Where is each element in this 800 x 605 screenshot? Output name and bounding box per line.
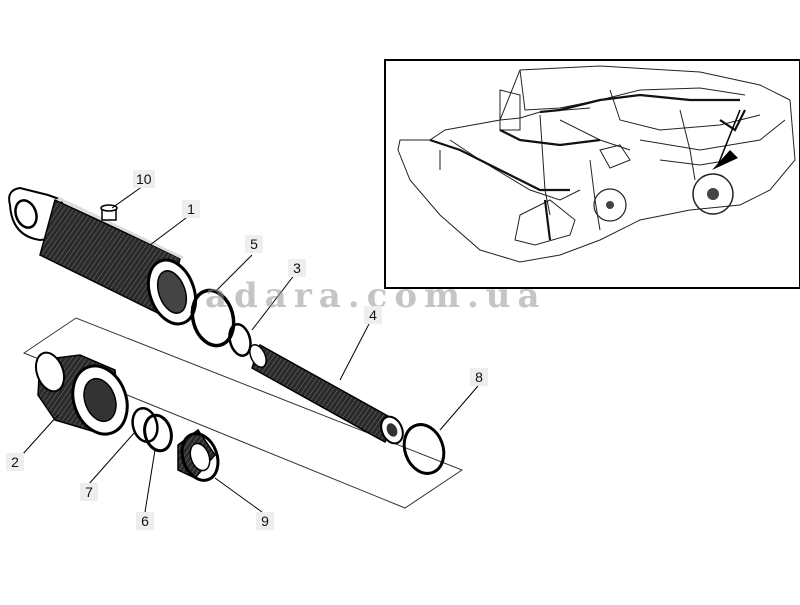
callout-6: 6 <box>136 512 154 530</box>
washer-7 <box>131 407 159 443</box>
callout-7: 7 <box>80 483 98 501</box>
leader-lines <box>21 185 479 513</box>
cylinder-gland <box>34 351 129 436</box>
piston-rod <box>249 343 404 445</box>
rod-seal <box>177 428 220 482</box>
callout-10: 10 <box>133 170 155 188</box>
washer-6 <box>143 413 173 453</box>
callout-4: 4 <box>364 306 382 324</box>
callout-1: 1 <box>182 200 200 218</box>
callout-2: 2 <box>6 453 24 471</box>
assembly-frame <box>22 317 464 509</box>
machine-inset <box>384 59 800 289</box>
callout-8: 8 <box>470 368 488 386</box>
callout-9: 9 <box>256 512 274 530</box>
o-ring <box>402 423 446 475</box>
retaining-ring-small <box>228 323 252 357</box>
cylinder-barrel <box>8 186 198 326</box>
callout-3: 3 <box>288 259 306 277</box>
retaining-ring-large <box>190 288 236 348</box>
callout-5: 5 <box>245 235 263 253</box>
